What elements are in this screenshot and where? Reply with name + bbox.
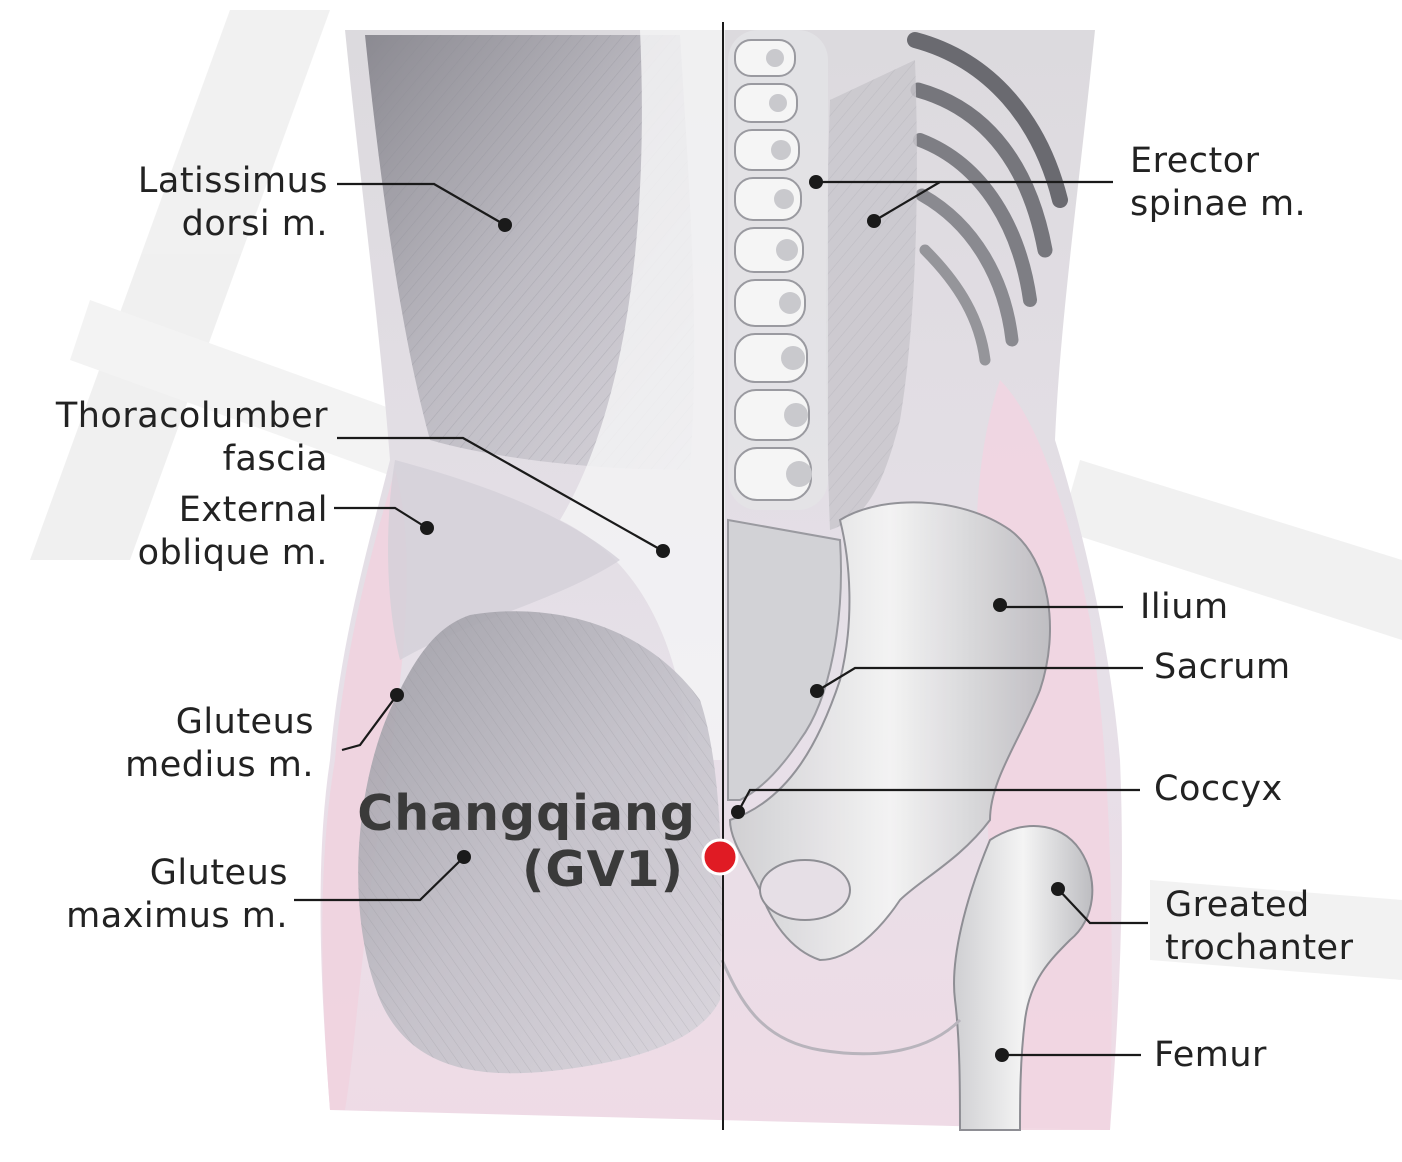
buttock-crease [720, 959, 962, 1056]
label-erector-spinae-line1: Erector [1130, 141, 1260, 181]
acupoint-code: (GV1) [521, 841, 684, 898]
label-erector-spinae: Erector spinae m. [1130, 140, 1306, 226]
label-coccyx-line1: Coccyx [1154, 769, 1283, 809]
label-greater-trochanter-line2: trochanter [1165, 928, 1354, 968]
dot-ilium [993, 598, 1007, 612]
label-ilium-line1: Ilium [1140, 587, 1229, 627]
dot-coccyx [731, 805, 745, 819]
acupoint-name: Changqiang [357, 785, 696, 842]
label-greater-trochanter: Greated trochanter [1165, 884, 1353, 970]
sacrum-bone [727, 518, 842, 801]
label-greater-trochanter-line1: Greated [1165, 885, 1310, 925]
obturator-foramen [759, 859, 851, 921]
dot-greater-trochanter [1051, 882, 1065, 896]
vertebral-column [728, 30, 828, 510]
label-femur-line1: Femur [1154, 1035, 1267, 1075]
thoracolumbar-fascia-area [560, 30, 725, 760]
acupoint-label: Changqiang (GV1) [357, 786, 696, 898]
dot-sacrum [810, 684, 824, 698]
label-gluteus-maximus-line1: Gluteus [149, 853, 288, 893]
label-latissimus-dorsi: Latissimus dorsi m. [138, 160, 328, 246]
label-gluteus-medius-line2: medius m. [125, 745, 314, 785]
acupoint-marker-icon [701, 838, 739, 876]
label-latissimus-line2: dorsi m. [181, 204, 328, 244]
label-sacrum: Sacrum [1154, 646, 1291, 689]
label-gluteus-medius: Gluteus medius m. [125, 701, 314, 787]
label-coccyx: Coccyx [1154, 768, 1283, 811]
label-latissimus-line1: Latissimus [137, 161, 328, 201]
label-ilium: Ilium [1140, 586, 1229, 629]
label-thoracolumbar-fascia: Thoracolumber fascia [56, 395, 328, 481]
leader-lines [294, 180, 1148, 1057]
label-external-oblique-line1: External [178, 490, 328, 530]
label-gluteus-maximus: Gluteus maximus m. [66, 852, 288, 938]
label-sacrum-line1: Sacrum [1154, 647, 1291, 687]
pointer-dots [390, 175, 1065, 1062]
dot-thoracolumbar [656, 544, 670, 558]
label-erector-spinae-line2: spinae m. [1130, 184, 1307, 224]
label-gluteus-medius-line1: Gluteus [175, 702, 314, 742]
external-oblique-area [388, 460, 620, 660]
dot-gluteus-medius [390, 688, 404, 702]
femur-bone [953, 825, 1094, 1131]
dot-erector-spinae-1 [809, 175, 823, 189]
label-external-oblique: External oblique m. [138, 489, 328, 575]
label-gluteus-maximus-line2: maximus m. [66, 896, 288, 936]
dot-external-oblique [420, 521, 434, 535]
dot-erector-spinae-2 [867, 214, 881, 228]
rib-cage [907, 32, 1068, 366]
gluteus-maximus-fibers [358, 611, 722, 1074]
label-thoracolumbar-line1: Thoracolumber [55, 396, 328, 436]
erector-spinae-fibers [826, 60, 917, 530]
ilium-bone [728, 501, 1051, 962]
skin-pink-left [322, 470, 407, 1110]
dot-femur [995, 1048, 1009, 1062]
label-femur: Femur [1154, 1034, 1267, 1077]
label-external-oblique-line2: oblique m. [137, 533, 328, 573]
label-thoracolumbar-line2: fascia [222, 439, 328, 479]
dot-gluteus-maximus [457, 850, 471, 864]
latissimus-fibers [365, 35, 695, 470]
dot-latissimus [498, 218, 512, 232]
